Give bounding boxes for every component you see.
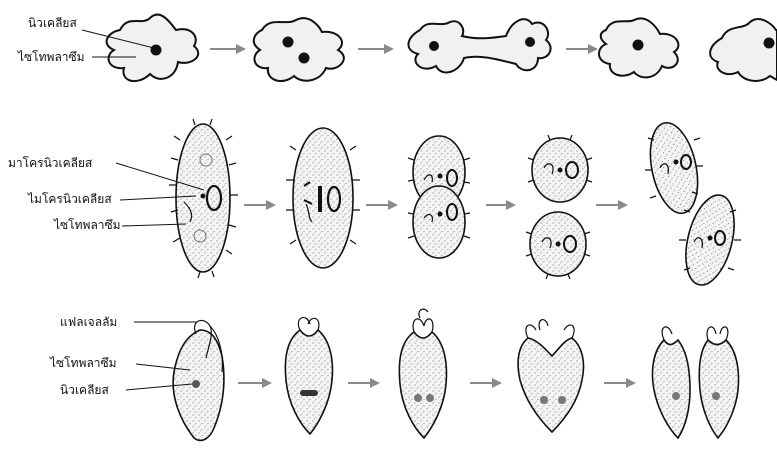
- label-macronucleus: มาโครนิวเคลียส: [8, 156, 92, 170]
- label-amoeba-cytoplasm: ไซโทพลาซึม: [18, 50, 85, 64]
- amoeba-nucleus-4b: [764, 38, 775, 49]
- amoeba-nucleus-2a: [283, 37, 294, 48]
- euglena-stage-4: [518, 320, 583, 432]
- euglena-stage-3: [399, 309, 446, 438]
- paramecium-row: [116, 118, 742, 290]
- amoeba-nucleus-3a: [429, 41, 439, 51]
- euglena-row: [126, 309, 739, 440]
- paramecium-stage-3: [408, 136, 470, 258]
- amoeba-nucleus-2b: [299, 53, 310, 64]
- label-flagellum: แฟลเจลลัม: [60, 315, 117, 329]
- paramecium-arrow-3: [486, 200, 516, 210]
- paramecium-arrow-4: [596, 200, 628, 210]
- euglena-arrow-3: [470, 378, 502, 388]
- amoeba-nucleus-4a: [633, 40, 644, 51]
- paramecium-stage-4: [526, 135, 592, 279]
- label-eug-nucleus: นิวเคลียส: [60, 383, 109, 397]
- label-amoeba-nucleus: นิวเคลียส: [28, 16, 77, 30]
- paramecium-stage-1: [169, 119, 238, 278]
- euglena-stage-5: [652, 327, 738, 438]
- paramecium-arrow-1: [244, 200, 276, 210]
- amoeba-arrow-2: [358, 44, 394, 54]
- amoeba-nucleus-1: [151, 45, 162, 56]
- amoeba-nucleus-3b: [525, 37, 535, 47]
- euglena-arrow-2: [348, 378, 380, 388]
- para-cytoplasm-leader: [122, 224, 186, 226]
- amoeba-stage-4b: [710, 19, 777, 81]
- paramecium-stage-2: [286, 128, 360, 268]
- amoeba-stage-2: [254, 18, 344, 81]
- amoeba-arrow-3: [566, 44, 598, 54]
- euglena-stage-2: [285, 317, 332, 434]
- label-eug-cytoplasm: ไซโทพลาซึม: [50, 356, 117, 370]
- paramecium-arrow-2: [366, 200, 398, 210]
- label-micronucleus: ไมโครนิวเคลียส: [28, 192, 112, 206]
- euglena-stage-1: [173, 320, 224, 440]
- euglena-arrow-4: [604, 378, 636, 388]
- paramecium-stage-5: [643, 118, 743, 290]
- euglena-arrow-1: [238, 378, 272, 388]
- amoeba-row: [82, 15, 777, 82]
- label-para-cytoplasm: ไซโทพลาซึม: [54, 218, 121, 232]
- amoeba-arrow-1: [210, 44, 246, 54]
